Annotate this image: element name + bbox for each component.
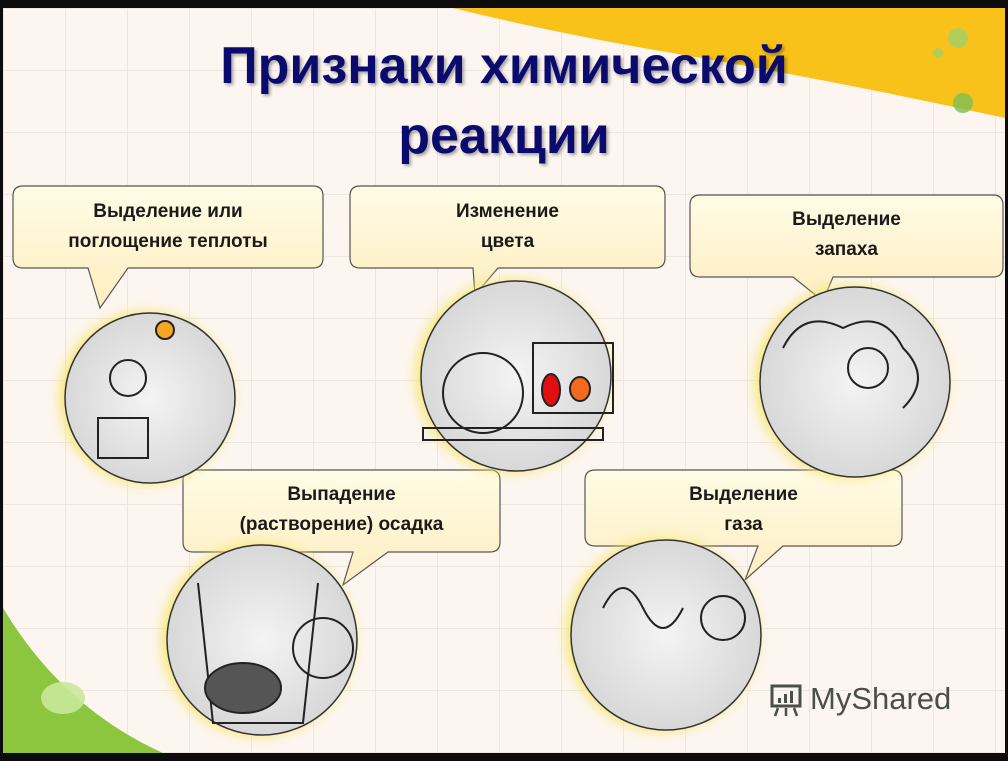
callout-shape (584, 469, 903, 581)
callout-line: Выпадение (287, 484, 396, 505)
myshared-watermark: MyShared (768, 681, 951, 717)
gas-illustration (570, 539, 762, 731)
water-drop-icon (41, 682, 85, 714)
color-change-illustration (420, 280, 612, 472)
callout-line: Выделение или (93, 201, 243, 222)
green-corner (3, 608, 163, 753)
callout-shape (12, 185, 324, 310)
water-drop-icon (933, 48, 943, 58)
callout-line: (растворение) осадка (239, 514, 444, 535)
page-title-line-1: Признаки химической (220, 37, 788, 95)
callout-line: запаха (815, 239, 878, 260)
callout-smell: Выделение запаха (690, 205, 1003, 265)
callout-shape (689, 194, 1004, 302)
callout-line: Выделение (792, 209, 901, 230)
water-drop-icon (953, 93, 973, 113)
callout-shape (182, 469, 501, 587)
water-drop-icon (948, 28, 968, 48)
callout-color: Изменение цвета (350, 197, 665, 257)
callout-line: цвета (480, 231, 535, 252)
heat-illustration (64, 312, 236, 484)
callout-gas: Выделение газа (585, 480, 902, 540)
callout-line: Выделение (689, 484, 798, 505)
callout-shape (349, 185, 666, 297)
watermark-text: MyShared (810, 681, 952, 716)
callout-precipitate: Выпадение (растворение) осадка (183, 480, 500, 540)
page-title-line-2: реакции (398, 107, 610, 165)
callout-line: газа (724, 514, 763, 535)
callout-line: Изменение (455, 201, 559, 222)
presentation-board-icon (770, 684, 802, 717)
yellow-swoosh (453, 8, 1005, 118)
slide: Признаки химической реакции Выделение ил… (3, 8, 1005, 753)
callout-heat: Выделение или поглощение теплоты (13, 197, 323, 257)
callout-line: поглощение теплоты (68, 231, 268, 252)
slide-graphics (3, 8, 1005, 753)
